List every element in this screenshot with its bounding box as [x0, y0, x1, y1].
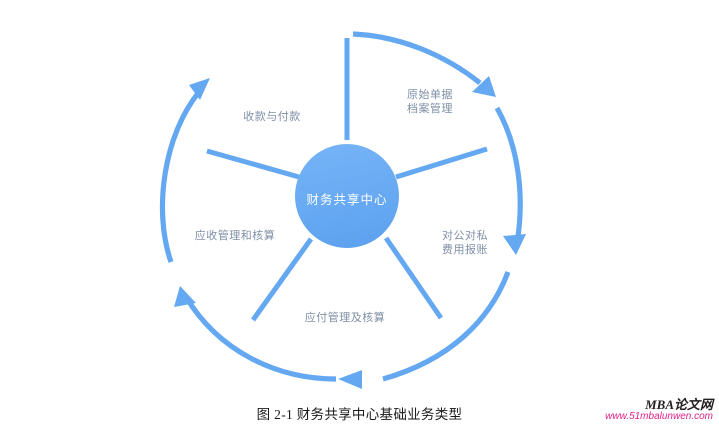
node-label-line2: 费用报账	[442, 244, 488, 256]
node-label-line1: 收款与付款	[243, 111, 301, 123]
spoke-upper-right	[395, 146, 488, 180]
node-label-top-right: 原始单据 档案管理	[370, 88, 490, 116]
figure-caption: 图 2-1 财务共享中心基础业务类型	[256, 407, 463, 422]
cycle-ring	[159, 31, 523, 382]
node-label-line1: 对公对私	[442, 230, 488, 242]
arrowhead-4	[174, 286, 196, 307]
watermark-url: www.51mbalunwen.com	[605, 410, 713, 422]
arrowhead-1	[472, 76, 496, 97]
center-circle	[295, 144, 399, 248]
node-label-line1: 应付管理及核算	[304, 312, 386, 324]
node-label-top-left: 收款与付款	[212, 110, 332, 124]
cycle-arrow-segment-5	[159, 90, 202, 263]
watermark-brand: MBA论文网	[645, 397, 713, 412]
node-label-bottom: 应付管理及核算	[285, 311, 405, 325]
cycle-arrow-segment-4	[183, 295, 337, 382]
cycle-arrow-segment-1	[352, 31, 482, 86]
spoke-lower-right	[383, 236, 444, 320]
spoke-lower-left	[250, 237, 314, 322]
cycle-spokes	[206, 38, 488, 322]
arrowhead-2	[503, 234, 526, 255]
node-label-left: 应收管理和核算	[175, 229, 295, 243]
node-label-line1: 原始单据	[407, 89, 453, 101]
node-label-line2: 档案管理	[407, 103, 453, 115]
arrowhead-3	[338, 370, 362, 389]
cycle-arrowheads	[174, 76, 526, 389]
node-label-line1: 应收管理和核算	[194, 230, 276, 242]
cycle-arrow-segment-2	[494, 106, 523, 244]
node-label-right: 对公对私 费用报账	[405, 229, 525, 257]
cycle-arrow-segment-3	[382, 271, 511, 382]
spoke-upper-left	[206, 148, 300, 180]
arrowhead-5	[189, 78, 210, 100]
center-circle-label: 财务共享中心	[306, 193, 388, 207]
watermark: MBA论文网 www.51mbalunwen.com	[573, 398, 713, 422]
